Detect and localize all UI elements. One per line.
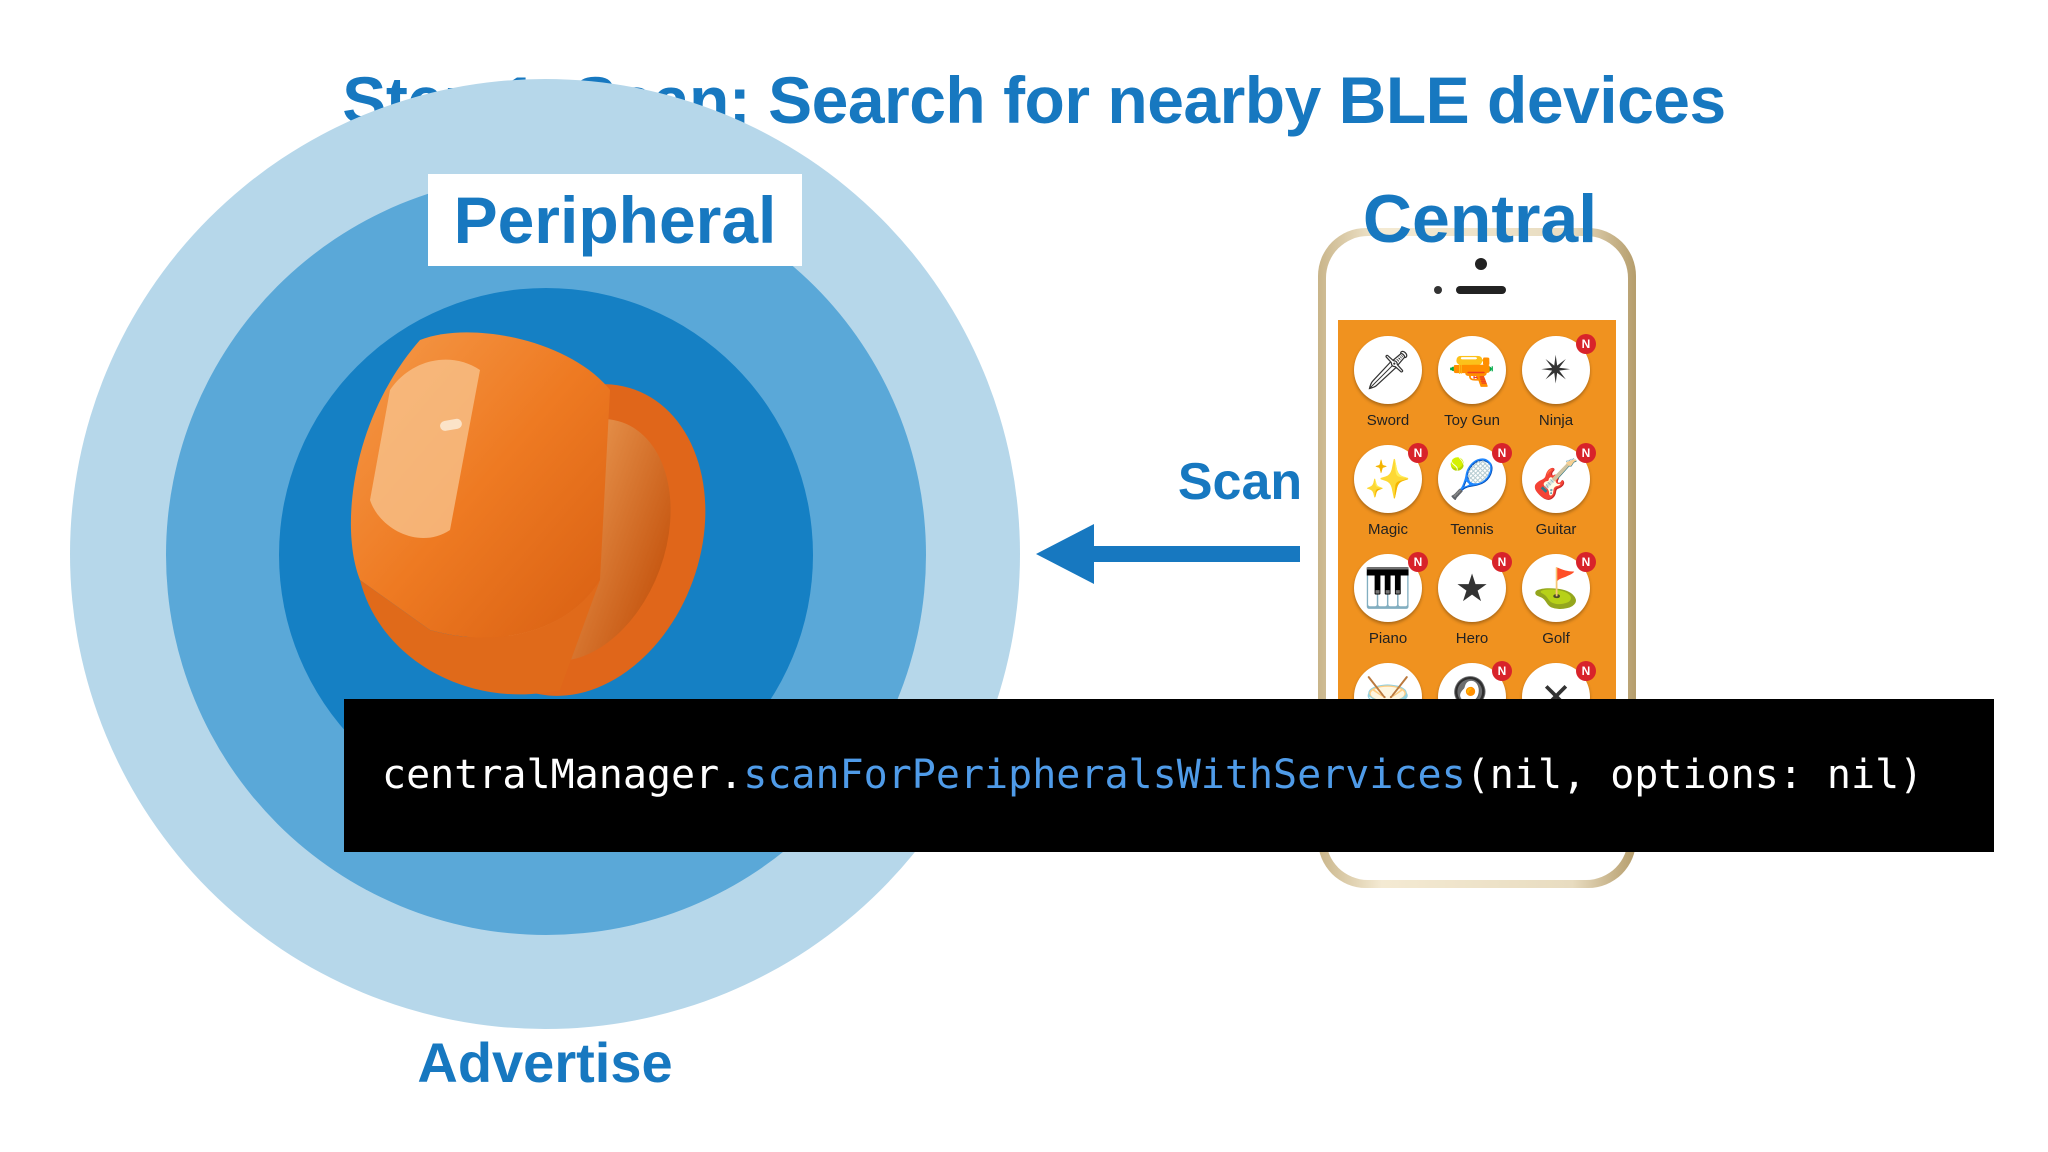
golf-club-icon: ⛳: [1522, 554, 1590, 622]
peripheral-label: Peripheral: [428, 174, 802, 266]
central-label: Central: [1362, 181, 1598, 257]
phone-speaker: [1456, 286, 1506, 294]
app-label: Tennis: [1450, 521, 1494, 538]
app-label: Hero: [1455, 630, 1489, 647]
phone-sensor: [1434, 286, 1442, 294]
app-label: Toy Gun: [1444, 412, 1500, 429]
app-label: Guitar: [1535, 521, 1577, 538]
app-label: Magic: [1367, 521, 1408, 538]
code-method: scanForPeripheralsWithServices: [743, 752, 1466, 798]
app-tile[interactable]: 🗡 Sword: [1346, 336, 1430, 439]
sword-icon: 🗡: [1354, 336, 1422, 404]
app-tile[interactable]: 🎹N Piano: [1346, 552, 1430, 657]
new-badge: N: [1408, 552, 1428, 572]
new-badge: N: [1576, 334, 1596, 354]
new-badge: N: [1408, 443, 1428, 463]
new-badge: N: [1492, 661, 1512, 681]
code-snippet: centralManager.scanForPeripheralsWithSer…: [344, 699, 1994, 852]
piano-icon: 🎹: [1354, 554, 1422, 622]
tennis-racket-icon: 🎾: [1438, 445, 1506, 513]
phone-camera: [1475, 258, 1487, 270]
code-arguments: (nil, options: nil): [1465, 752, 1924, 798]
toy-gun-icon: 🔫: [1438, 336, 1506, 404]
scan-arrow-icon: [1036, 524, 1300, 584]
app-label: Golf: [1542, 630, 1570, 647]
app-tile[interactable]: 🎾N Tennis: [1430, 443, 1514, 548]
new-badge: N: [1492, 552, 1512, 572]
new-badge: N: [1576, 552, 1596, 572]
slide-title: Step 1. Scan: Search for nearby BLE devi…: [342, 63, 1726, 137]
scan-label: Scan: [1177, 453, 1303, 511]
wristband-image: [350, 332, 706, 696]
app-tile[interactable]: ⛳N Golf: [1514, 552, 1598, 657]
new-badge: N: [1492, 443, 1512, 463]
app-label: Ninja: [1538, 412, 1574, 429]
new-badge: N: [1576, 661, 1596, 681]
new-badge: N: [1576, 443, 1596, 463]
code-receiver: centralManager.: [382, 752, 744, 798]
app-label: Piano: [1368, 630, 1408, 647]
advertise-label: Advertise: [417, 1031, 673, 1094]
app-label: Sword: [1366, 412, 1410, 429]
app-tile[interactable]: 🔫 Toy Gun: [1430, 336, 1514, 439]
